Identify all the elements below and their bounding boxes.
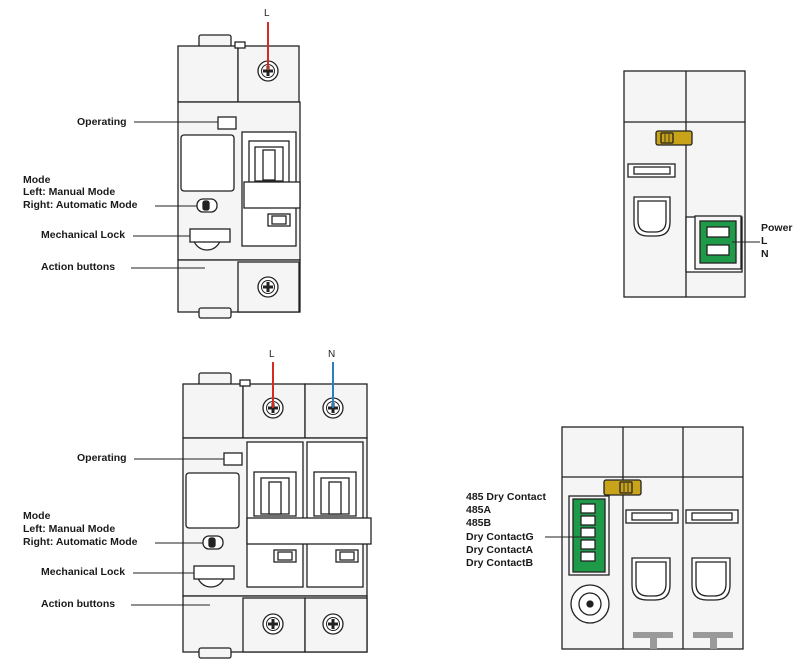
mode-title: Mode bbox=[23, 174, 51, 186]
action-buttons-label: Action buttons bbox=[41, 261, 116, 273]
operating-label: Operating bbox=[77, 116, 127, 128]
wire-label-l-2: L bbox=[269, 349, 275, 360]
rail-feet bbox=[633, 632, 733, 649]
mode-left-label-2: Left: Manual Mode bbox=[23, 523, 116, 535]
mode-right-label-2: Right: Automatic Mode bbox=[23, 536, 138, 548]
mechanical-lock-label: Mechanical Lock bbox=[41, 229, 126, 241]
terminal-label: Dry ContactG bbox=[466, 531, 534, 543]
mechanical-lock-label-2: Mechanical Lock bbox=[41, 566, 126, 578]
bottom-left-leaders bbox=[131, 458, 224, 606]
terminal-label: Dry ContactA bbox=[466, 544, 534, 556]
mode-right-label: Right: Automatic Mode bbox=[23, 199, 138, 211]
top-left-device bbox=[177, 34, 301, 319]
terminal-label: 485 Dry Contact bbox=[466, 491, 546, 503]
terminal-label: 485B bbox=[466, 517, 492, 529]
bottom-screw bbox=[257, 276, 279, 298]
terminal-label: Dry ContactB bbox=[466, 557, 534, 569]
power-label: Power bbox=[761, 222, 793, 234]
wire-label-n: N bbox=[328, 349, 336, 360]
operating-label-2: Operating bbox=[77, 452, 127, 464]
action-buttons-label-2: Action buttons bbox=[41, 598, 116, 610]
power-l-label: L bbox=[761, 235, 768, 247]
upper-left-body bbox=[177, 45, 239, 103]
power-n-label: N bbox=[761, 248, 769, 260]
terminal-label: 485A bbox=[466, 504, 492, 516]
top-left-leaders bbox=[131, 121, 218, 269]
bottom-right-device bbox=[561, 426, 744, 650]
top-right-device bbox=[623, 70, 746, 298]
wire-label-l: L bbox=[264, 8, 270, 19]
mode-left-label: Left: Manual Mode bbox=[23, 186, 116, 198]
mode-title-2: Mode bbox=[23, 510, 51, 522]
mechanical-lock bbox=[189, 228, 231, 243]
